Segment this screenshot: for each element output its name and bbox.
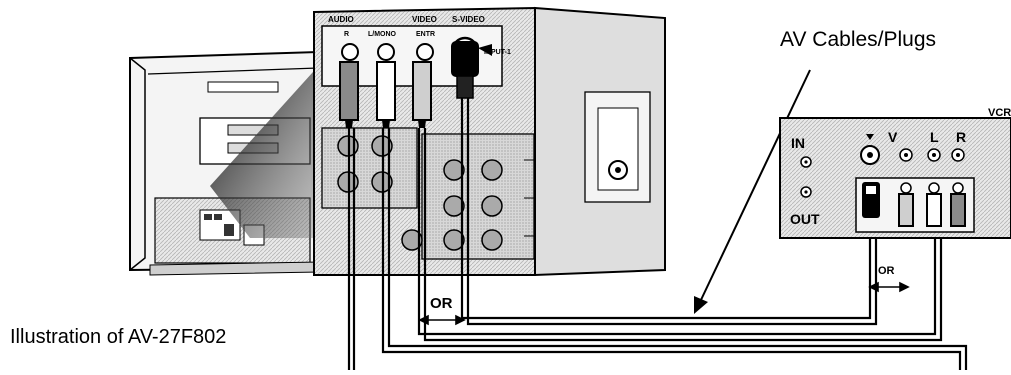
label-input: INPUT-1 <box>484 49 511 56</box>
double-arrow-icon <box>418 281 910 326</box>
vcr-l-label: L <box>930 129 939 145</box>
vcr-v-label: V <box>888 129 898 145</box>
or-right-label: OR <box>878 265 895 277</box>
tv-rear-icon <box>129 50 322 276</box>
cables <box>347 98 968 370</box>
illustration-caption: Illustration of AV-27F802 <box>10 326 227 348</box>
vcr-r-label: R <box>956 129 966 145</box>
av-cables-label: AV Cables/Plugs <box>780 28 937 51</box>
tv-jack-labels: AUDIO VIDEO S-VIDEO R L/MONO ENTR INPUT-… <box>328 15 511 56</box>
label-video: VIDEO <box>412 15 437 24</box>
vcr-in-label: IN <box>791 135 805 151</box>
vcr-panel-icon: VCR IN OUT V L R <box>779 107 1011 239</box>
label-r: R <box>344 31 349 38</box>
label-svideo: S-VIDEO <box>452 15 485 24</box>
label-l-mono: L/MONO <box>368 31 397 38</box>
vcr-out-label: OUT <box>790 211 820 227</box>
rca-plug-icon <box>339 61 432 128</box>
or-left-label: OR <box>430 295 453 312</box>
tv-terminal-panel <box>313 6 666 277</box>
label-entr: ENTR <box>416 31 435 38</box>
label-audio: AUDIO <box>328 15 354 24</box>
vcr-title: VCR <box>988 107 1011 119</box>
s-video-plug-icon <box>451 41 492 99</box>
arrow-icon <box>694 69 811 314</box>
